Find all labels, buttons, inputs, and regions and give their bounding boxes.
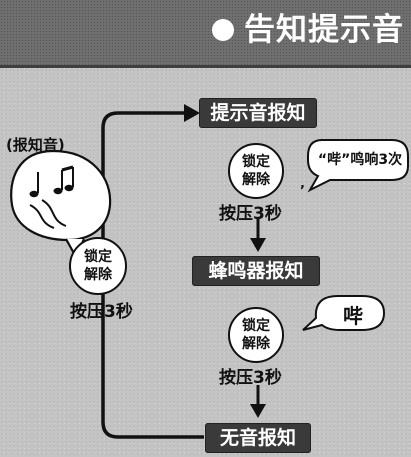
mode2-bubble-text: 哔 [343, 304, 363, 328]
stray-mark: ’ [300, 184, 305, 199]
side-press-label: 按压3秒 [70, 302, 133, 322]
speech-bubble-icon [307, 139, 409, 193]
lock-label-line2: 解除 [242, 172, 270, 188]
side-lock-release-button[interactable]: 锁定 解除 [69, 237, 127, 295]
lock-label-line1: 锁定 [242, 318, 270, 334]
mode1-bubble-text: “哔”鸣响3次 [317, 152, 403, 168]
header-bullet-icon [212, 19, 234, 41]
mode2-press-label: 按压3秒 [219, 368, 282, 388]
arrow-right-icon [184, 104, 200, 122]
header-band: 告知提示音 [0, 0, 411, 68]
lock-label-line1: 锁定 [84, 249, 112, 265]
lock-label-line1: 锁定 [242, 154, 270, 170]
arrow-down-icon [250, 238, 266, 252]
speech-bubble-icon [302, 295, 386, 331]
mode1-lock-release-button[interactable]: 锁定 解除 [228, 143, 284, 199]
mode-label-buzzer: 蜂鸣器报知 [192, 256, 320, 286]
side-caption: (报知音) [6, 136, 65, 154]
lock-label-line2: 解除 [84, 267, 112, 283]
music-notes-icon [29, 165, 74, 198]
lock-label-line2: 解除 [242, 336, 270, 352]
arrow-down-icon [250, 404, 266, 418]
sound-bubble-outline [10, 149, 112, 242]
mode-label-prompt-tone: 提示音报知 [199, 98, 317, 128]
mode2-lock-release-button[interactable]: 锁定 解除 [228, 307, 284, 363]
mode1-press-label: 按压3秒 [219, 204, 282, 224]
sound-waves-icon [29, 199, 67, 229]
mode-label-silent: 无音报知 [205, 423, 311, 453]
page-title: 告知提示音 [244, 12, 404, 48]
